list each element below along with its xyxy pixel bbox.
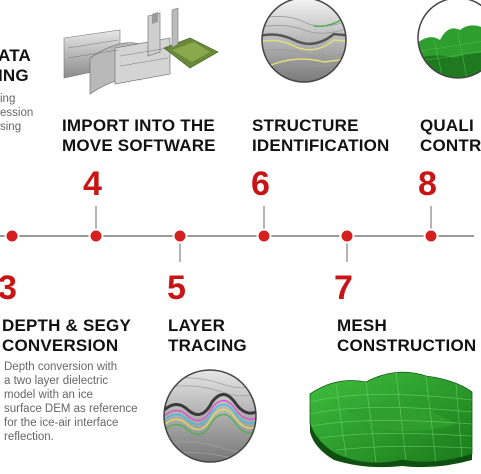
step-2-title-line: ING: [0, 66, 29, 85]
step-5-title-line: TRACING: [168, 336, 247, 355]
step-7-title-line: MESH: [337, 316, 387, 335]
step-6-title-line: STRUCTURE: [252, 116, 359, 135]
timeline-node: [4, 228, 439, 244]
step-3-desc-line: model with an ice: [4, 389, 93, 401]
layer-tracing-image: [163, 369, 257, 463]
step-8-title: QUALI CONTR: [420, 116, 481, 156]
step-4-title-line: IMPORT INTO THE: [62, 116, 215, 135]
step-3-title-line: CONVERSION: [2, 336, 119, 355]
step-3-desc-line: surface DEM as reference: [4, 403, 138, 415]
step-7-number: 7: [334, 269, 353, 307]
step-2-title-line: ATA: [0, 46, 32, 65]
step-5-title-line: LAYER: [168, 316, 226, 335]
step-3-desc-line: a two layer dielectric: [4, 375, 109, 387]
step-4-title: IMPORT INTO THE MOVE SOFTWARE: [62, 116, 216, 156]
step-3-desc-line: for the ice-air interface: [4, 417, 119, 429]
step-5-number: 5: [167, 269, 186, 307]
node-4: [88, 228, 104, 244]
step-7-title: MESH CONSTRUCTION: [337, 316, 476, 356]
step-3-description: Depth conversion with a two layer dielec…: [4, 360, 138, 444]
step-4-title-line: MOVE SOFTWARE: [62, 136, 216, 155]
step-3-title: DEPTH & SEGY CONVERSION: [2, 316, 131, 356]
step-6-number: 6: [251, 165, 270, 203]
mesh-surface-image: [309, 371, 473, 468]
step-3-number: 3: [0, 269, 17, 307]
step-8-title-line: CONTR: [420, 136, 481, 155]
radargram-3d-image: [63, 7, 219, 95]
step-2-desc-line: ession: [0, 107, 34, 119]
step-8-number: 8: [418, 165, 437, 203]
step-2-description: ing ession sing: [0, 92, 33, 134]
step-2-desc-line: sing: [0, 121, 22, 133]
node-8: [423, 228, 439, 244]
node-3: [4, 228, 20, 244]
node-7: [339, 228, 355, 244]
step-2-title: ATA ING: [0, 46, 31, 86]
step-5-title: LAYER TRACING: [168, 316, 247, 356]
step-2-desc-line: ing: [0, 93, 16, 105]
structure-section-image: [261, 0, 347, 83]
node-6: [256, 228, 272, 244]
quality-control-image: [417, 0, 481, 79]
step-6-title-line: IDENTIFICATION: [252, 136, 390, 155]
step-3-desc-line: reflection.: [4, 431, 54, 443]
step-4-number: 4: [83, 165, 102, 203]
step-7-title-line: CONSTRUCTION: [337, 336, 477, 355]
step-6-title: STRUCTURE IDENTIFICATION: [252, 116, 390, 156]
step-3-title-line: DEPTH & SEGY: [2, 316, 131, 335]
step-8-title-line: QUALI: [420, 116, 474, 135]
node-5: [172, 228, 188, 244]
step-3-desc-line: Depth conversion with: [4, 361, 118, 373]
